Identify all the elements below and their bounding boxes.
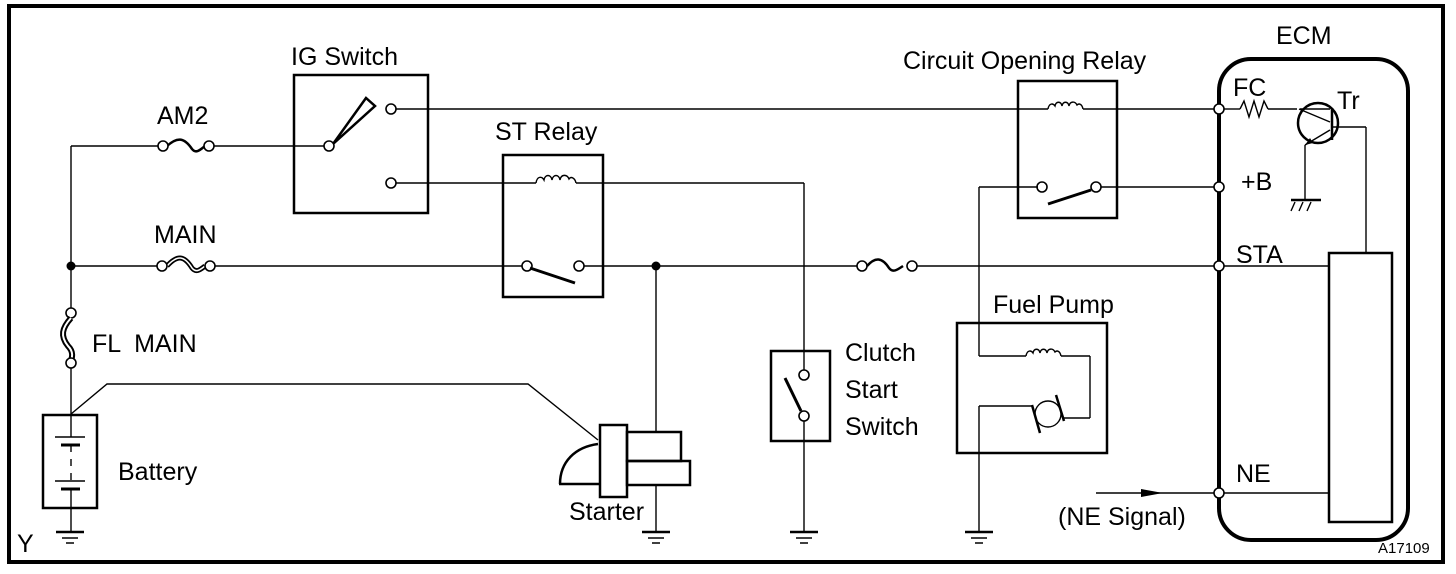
clutch-start-switch: Clutch Start Switch	[769, 339, 919, 531]
diagram-frame	[7, 4, 1445, 564]
ecm-internal-block	[1327, 251, 1394, 524]
fc-resistor-icon	[1239, 98, 1269, 120]
ecm-label: ECM	[1276, 22, 1332, 50]
battery: Battery	[41, 413, 198, 531]
transistor-label: Tr	[1337, 87, 1360, 115]
ecm-chassis-ground-icon	[1290, 198, 1321, 212]
starter-label: Starter	[569, 498, 644, 526]
st-relay-coil-icon	[535, 174, 577, 184]
starter: Starter	[558, 423, 692, 531]
battery-ground-icon	[56, 530, 84, 544]
ecm-terminal-plus-b-label: +B	[1241, 168, 1272, 196]
ig-switch: IG Switch	[291, 43, 430, 215]
ecm-terminal-ne-label: NE	[1236, 460, 1271, 488]
left-bus-wire	[66, 145, 160, 310]
fuel-pump-coil-icon	[1025, 348, 1062, 357]
circuit-opening-relay-label: Circuit Opening Relay	[903, 47, 1147, 75]
clutch-start-switch-label-line3: Switch	[845, 413, 919, 441]
battery-label: Battery	[118, 458, 198, 486]
ecm: ECM FC Tr +B STA	[1213, 22, 1410, 542]
battery-starter-cable	[70, 383, 599, 441]
starter-ground-icon	[642, 530, 670, 544]
ecm-terminal-fc-label: FC	[1233, 74, 1266, 102]
figure-id: A17109	[1378, 540, 1430, 557]
fuel-pump-label: Fuel Pump	[993, 291, 1114, 319]
transistor-icon: Tr	[1296, 87, 1366, 146]
ne-signal-label: (NE Signal)	[1058, 503, 1186, 531]
main-fuse-label: MAIN	[154, 221, 217, 249]
st-relay: ST Relay	[495, 118, 857, 431]
clutch-start-switch-label-line1: Clutch	[845, 339, 916, 367]
st-relay-label: ST Relay	[495, 118, 598, 146]
main-fuse: MAIN	[154, 221, 522, 274]
fuel-pump: Fuel Pump	[955, 291, 1114, 531]
ne-signal-arrow-icon	[1141, 489, 1163, 497]
sta-fuse	[856, 258, 1214, 272]
fl-main-fuse-label: FL MAIN	[92, 330, 197, 358]
fuel-pump-motor-icon	[1034, 400, 1062, 428]
ig-switch-label: IG Switch	[291, 43, 398, 71]
ecm-terminal-sta-label: STA	[1236, 241, 1283, 269]
clutch-start-switch-label-line2: Start	[845, 376, 898, 404]
cor-coil-icon	[1047, 101, 1084, 110]
fl-main-fuse: FL MAIN	[60, 307, 197, 415]
corner-mark: Y	[17, 530, 34, 558]
am2-fuse: AM2	[157, 102, 330, 153]
fuel-pump-ground-icon	[965, 530, 993, 544]
clutch-switch-ground-icon	[790, 530, 818, 544]
am2-fuse-label: AM2	[157, 102, 208, 130]
circuit-opening-relay: Circuit Opening Relay	[903, 47, 1214, 220]
ne-signal-input: (NE Signal)	[1058, 489, 1214, 531]
